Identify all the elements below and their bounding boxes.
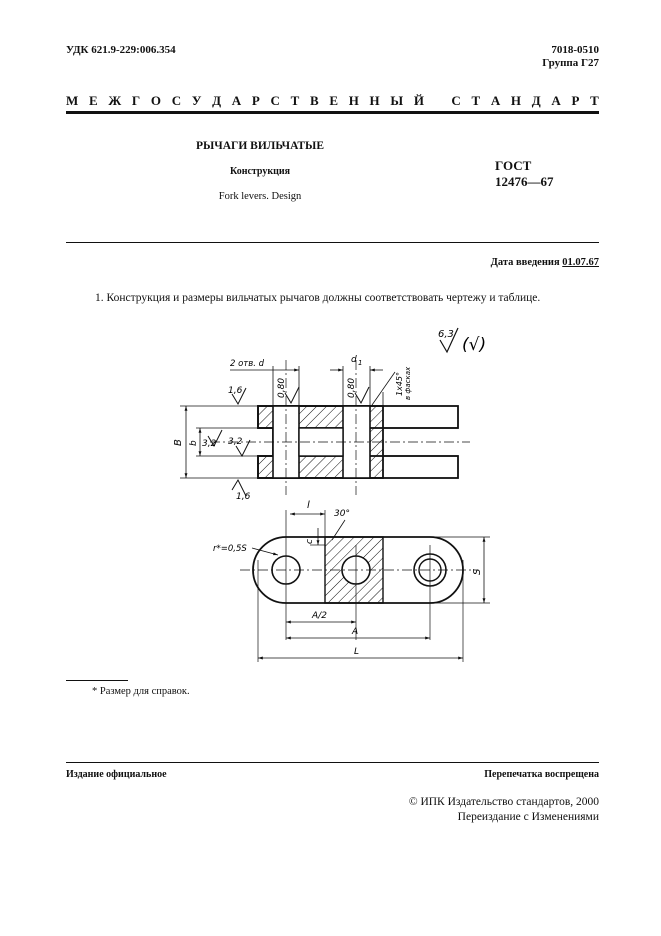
title-block: РЫЧАГИ ВИЛЬЧАТЫЕ Конструкция Fork levers…	[160, 140, 360, 202]
roughness-32-left: 3,2	[202, 439, 217, 449]
clause-1: 1. Конструкция и размеры вильчатых рычаг…	[95, 292, 541, 304]
banner-letter: Е	[329, 93, 338, 108]
banner-letter: Н	[369, 93, 380, 108]
roughness-symbol-main: 6,3 (√)	[438, 327, 486, 355]
gost-label: ГОСТ	[495, 158, 532, 173]
dim-b: b	[189, 440, 199, 446]
banner-letter: Е	[88, 93, 98, 108]
fork-lever-drawing: 6,3 (√)	[173, 327, 490, 662]
d1-label: d	[351, 355, 357, 365]
banner-letter: Т	[471, 93, 481, 108]
banner-letter: Ы	[390, 93, 404, 108]
banner-letter: О	[150, 93, 162, 108]
dim-30-deg: 30°	[334, 509, 350, 519]
copyright: © ИПК Издательство стандартов, 2000	[408, 796, 599, 808]
roughness-paren: (√)	[462, 335, 486, 355]
banner-letter: Н	[348, 93, 359, 108]
banner-rule	[66, 111, 599, 114]
banner-letter: Т	[590, 93, 599, 108]
banner-letter: Д	[531, 93, 541, 108]
roughness-16-top: 1,6	[228, 386, 243, 396]
gost-number-block: ГОСТ 12476—67	[495, 158, 554, 190]
document-subtitle: Конструкция	[229, 166, 291, 177]
dim-radius: r*=0,5S	[213, 544, 247, 554]
holes-label: 2 отв. d	[230, 359, 265, 369]
banner-letter: А	[231, 93, 242, 108]
reissue-note: Переиздание с Изменениями	[457, 811, 599, 823]
header-divider	[66, 242, 599, 243]
banner-letter: У	[191, 93, 202, 108]
front-view-section	[180, 360, 470, 497]
banner-letter: Й	[413, 93, 424, 108]
banner-letter: Н	[510, 93, 522, 108]
copyright-block: © ИПК Издательство стандартов, 2000 Пере…	[409, 795, 599, 825]
introduction-date: Дата введения 01.07.67	[491, 257, 599, 268]
banner-letter: Р	[571, 93, 580, 108]
d1-subscript: 1	[358, 359, 362, 367]
chamfer-label: 1х45°	[395, 372, 404, 396]
english-title: Fork levers. Design	[218, 191, 302, 202]
dim-B: B	[173, 439, 184, 446]
official-edition: Издание официальное	[66, 769, 167, 780]
banner-letter: Д	[212, 93, 222, 108]
banner-letter: М	[66, 93, 79, 108]
banner-letter: Ж	[108, 93, 122, 108]
roughness-value-main: 6,3	[438, 329, 454, 340]
roughness-080-left: 0,80	[277, 378, 287, 398]
intro-label: Дата введения	[490, 257, 560, 268]
okp-code: 7018-0510	[551, 44, 599, 56]
roughness-32-right: 3,2	[228, 437, 243, 447]
banner-letter: С	[171, 93, 182, 108]
roughness-080-mid: 0,80	[347, 378, 357, 398]
document-title: РЫЧАГИ ВИЛЬЧАТЫЕ	[195, 140, 325, 152]
dim-A: A	[351, 627, 358, 637]
gost-number: 12476—67	[495, 174, 554, 189]
chamfer-note: в фасках	[404, 366, 412, 400]
dim-l: l	[307, 500, 310, 511]
footnote: * Размер для справок.	[92, 686, 190, 697]
group-code: Группа Г27	[542, 57, 599, 69]
classification-block: 7018-0510 Группа Г27	[542, 44, 599, 70]
banner-letter: С	[270, 93, 280, 108]
dim-L: L	[354, 647, 359, 657]
banner-letter: А	[490, 93, 501, 108]
roughness-16-bottom: 1,6	[236, 492, 251, 502]
banner-letter: Т	[290, 93, 300, 108]
banner-letter: Г	[131, 93, 141, 108]
plan-view	[240, 510, 490, 662]
banner-letter: С	[451, 93, 461, 108]
banner-letter: Р	[251, 93, 260, 108]
intro-date-value: 01.07.67	[562, 257, 599, 268]
footnote-rule	[66, 680, 128, 681]
dim-A-half: A/2	[311, 611, 327, 621]
udk-code: УДК 621.9-229:006.354	[66, 44, 176, 56]
dim-S: S	[472, 568, 483, 575]
dim-c: c	[305, 539, 315, 544]
reprint-prohibited: Перепечатка воспрещена	[484, 769, 599, 780]
banner-letter: В	[309, 93, 319, 108]
footer-divider	[66, 762, 599, 763]
banner-letter: А	[551, 93, 561, 108]
